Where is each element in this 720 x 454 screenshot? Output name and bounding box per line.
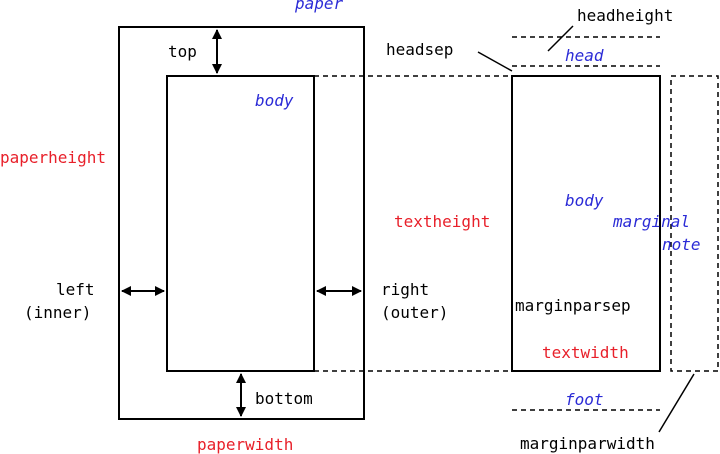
marginal-note-label: marginal xyxy=(613,212,691,231)
paperheight-label: paperheight xyxy=(0,148,106,167)
headheight-leader xyxy=(547,25,574,52)
textheight-label: textheight xyxy=(394,212,491,231)
textwidth-label: textwidth xyxy=(542,343,629,362)
marginparwidth-label: marginparwidth xyxy=(520,434,655,453)
paper-label: paper xyxy=(295,0,344,13)
left-inner-label: (inner) xyxy=(24,303,92,322)
top-label: top xyxy=(168,42,197,61)
right-outer-label: (outer) xyxy=(381,303,449,322)
bottom-label: bottom xyxy=(255,389,313,408)
paperwidth-label: paperwidth xyxy=(197,435,294,454)
body-label-right: body xyxy=(565,191,604,210)
headheight-label: headheight xyxy=(577,6,674,25)
left-label: left xyxy=(56,280,95,299)
right-label: right xyxy=(381,280,430,299)
headsep-leader xyxy=(477,51,513,72)
foot-label: foot xyxy=(565,390,604,409)
marginal-note-label-line2: note xyxy=(662,235,701,254)
body-label-left: body xyxy=(255,91,294,110)
headsep-label: headsep xyxy=(386,40,454,59)
head-label: head xyxy=(565,46,604,65)
marginparwidth-leader xyxy=(658,373,695,433)
body-rect-left xyxy=(166,75,315,372)
body-rect-right xyxy=(511,75,661,372)
paper-rect xyxy=(118,26,365,420)
marginparsep-label: marginparsep xyxy=(515,296,631,315)
